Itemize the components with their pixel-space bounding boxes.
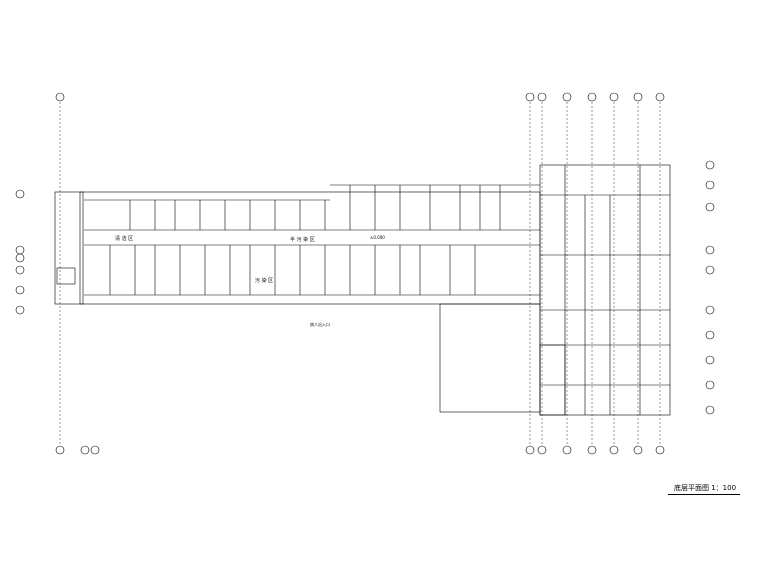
left-lift (56, 267, 76, 285)
zone-semi-polluted-label: 半 污 染 区 (290, 236, 315, 243)
top-room-dividers (84, 184, 540, 230)
left-stair-block (54, 191, 84, 305)
elevation-label: ±0.000 (370, 235, 385, 240)
right-stair-block (539, 344, 566, 416)
patient-entry-label: 病人出入口 (310, 321, 330, 327)
drawing-title: 底层平面图 1：100 (674, 484, 737, 492)
bottom-room-dividers (84, 245, 540, 296)
grid-axes (59, 102, 661, 445)
zone-clean-label: 清 洁 区 (115, 235, 133, 242)
lower-hall-outline (439, 303, 541, 413)
right-wing-outline (539, 164, 671, 416)
zone-polluted-label: 污 染 区 (255, 277, 273, 284)
title-underline (668, 494, 740, 495)
grid-bubbles (15, 92, 715, 455)
left-wing-outline (79, 191, 541, 305)
